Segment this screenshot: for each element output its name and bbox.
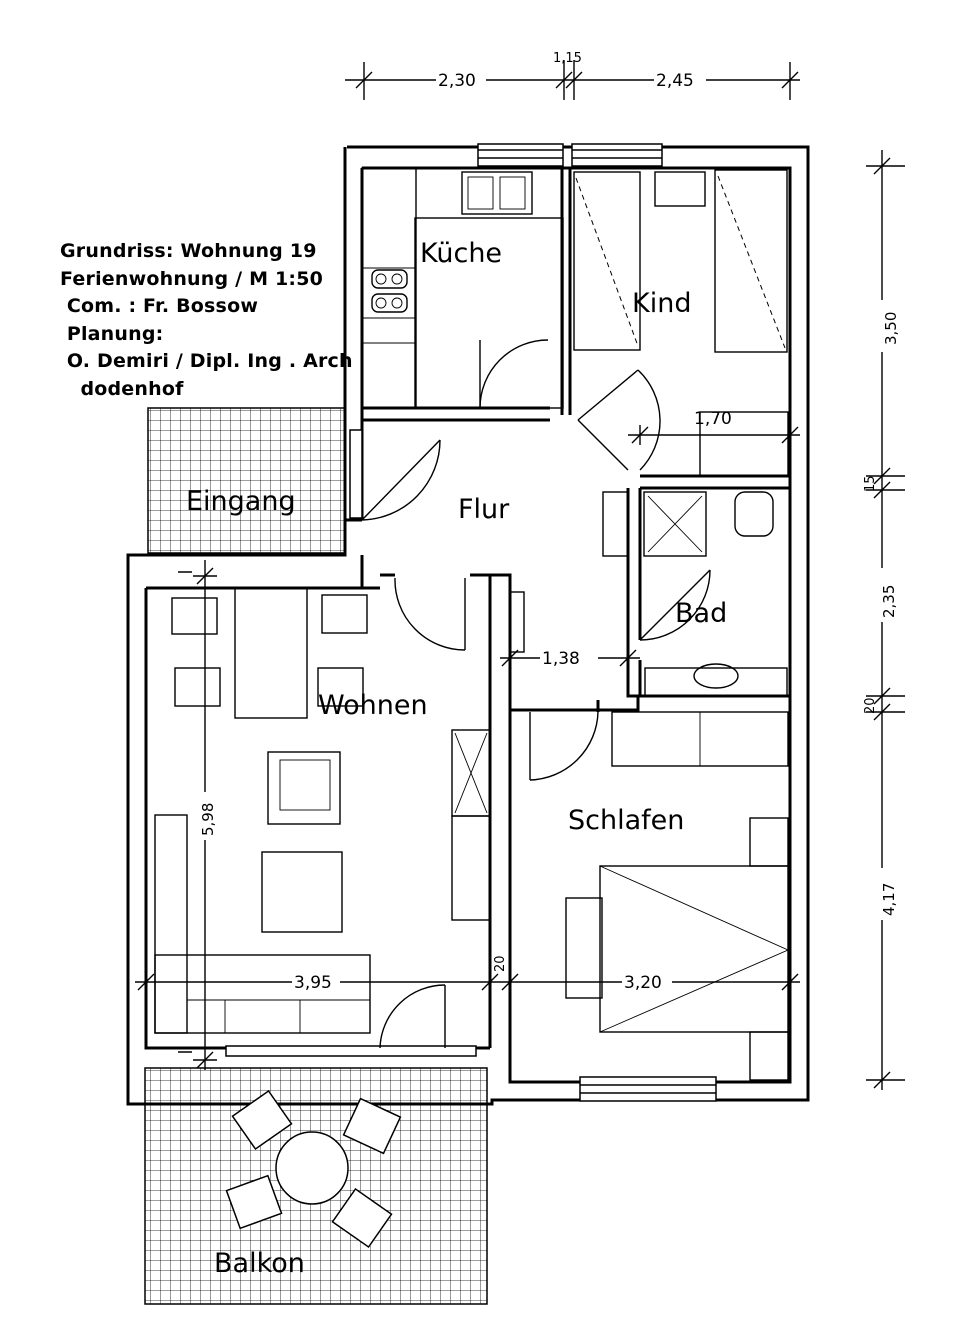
label-kind: Kind: [632, 288, 691, 319]
room-labels: Küche Kind Flur Bad Wohnen Schlafen Eing…: [186, 238, 727, 1279]
windows: [225, 143, 717, 1102]
eingang-area: [147, 407, 346, 554]
dim-top-right: 2,45: [656, 71, 694, 91]
dim-flur-width: 1,38: [542, 649, 580, 669]
title-line-2: Ferienwohnung / M 1:50: [60, 267, 324, 290]
title-line-5: O. Demiri / Dipl. Ing . Arch: [60, 350, 353, 372]
title-line-1: Grundriss: Wohnung 19: [60, 240, 317, 262]
dimension-labels: 2,30 1,15 2,45 3,50 15 2,35 20 4,17 1,70…: [195, 51, 900, 993]
dim-wohnen-depth: 5,98: [199, 803, 217, 836]
schlafen-furniture: [565, 711, 790, 1081]
label-flur: Flur: [458, 494, 510, 525]
bad-furniture: [602, 491, 788, 697]
dim-wall-20: 20: [493, 955, 508, 972]
label-schlafen: Schlafen: [568, 805, 684, 836]
dim-right-4: 20: [863, 697, 878, 714]
title-line-3: Com. : Fr. Bossow: [60, 295, 259, 317]
title-block: Grundriss: Wohnung 19 Ferienwohnung / M …: [60, 238, 353, 403]
label-bad: Bad: [675, 598, 727, 629]
dim-top-mid: 1,15: [553, 51, 582, 66]
dim-schlafen-width: 3,20: [624, 973, 662, 993]
doors: [361, 339, 711, 1049]
label-wohnen: Wohnen: [318, 690, 428, 721]
dim-right-5: 4,17: [880, 883, 898, 916]
kind-furniture: [573, 169, 789, 477]
dim-wohnen-width: 3,95: [294, 973, 332, 993]
label-eingang: Eingang: [186, 486, 296, 517]
wohnen-furniture: [154, 587, 491, 1034]
balkon-furniture: [225, 1089, 402, 1249]
title-line-6: dodenhof: [60, 377, 184, 400]
dim-right-3: 2,35: [880, 585, 898, 618]
dimension-lines: [135, 60, 905, 1090]
dim-top-left: 2,30: [438, 71, 476, 91]
kitchen-furniture: [361, 167, 564, 409]
dim-right-2: 15: [863, 475, 878, 492]
dim-right-1: 3,50: [882, 312, 900, 345]
label-balkon: Balkon: [214, 1248, 305, 1279]
dim-kind-width: 1,70: [694, 409, 732, 429]
title-line-4: Planung:: [60, 322, 164, 345]
label-kueche: Küche: [420, 238, 502, 269]
